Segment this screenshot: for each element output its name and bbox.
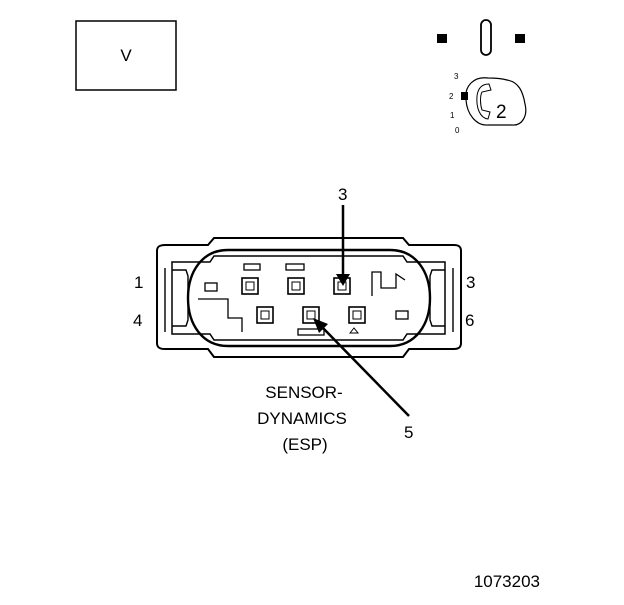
connector-outer-housing xyxy=(156,237,462,358)
coding-rib-right xyxy=(371,271,406,296)
key-position-marker xyxy=(461,92,468,100)
top-slot-b xyxy=(285,263,305,271)
coding-rib-left xyxy=(198,298,243,332)
key-position-2: 2 xyxy=(449,92,454,101)
callout-arrow-5 xyxy=(313,318,410,417)
top-slot-a xyxy=(243,263,261,271)
pin-4 xyxy=(256,306,274,324)
connector xyxy=(156,237,462,358)
key-position-3: 3 xyxy=(454,72,459,81)
component-name: SENSOR- DYNAMICS (ESP) xyxy=(257,383,347,454)
callout-label-upper: 3 xyxy=(338,185,347,204)
pin-label-6: 6 xyxy=(465,311,474,330)
key-active-position: 2 xyxy=(496,102,507,123)
pin-2 xyxy=(287,277,305,295)
pin-label-1: 1 xyxy=(134,273,143,292)
ignition-key-notch xyxy=(476,83,492,120)
voltage-box: V xyxy=(75,20,177,91)
pin-1 xyxy=(241,277,259,295)
bottom-slot xyxy=(297,328,325,336)
component-name-line-3: (ESP) xyxy=(282,435,327,454)
callout-label-lower: 5 xyxy=(404,423,413,442)
left-key-slot xyxy=(204,282,218,292)
callout-arrow-3 xyxy=(336,205,350,286)
key-switch-icon: 3 2 1 0 2 xyxy=(437,19,527,135)
ignition-contact-left xyxy=(437,34,447,43)
connector-inner-housing xyxy=(171,255,446,341)
component-name-line-1: SENSOR- xyxy=(265,383,342,402)
right-latch xyxy=(429,268,454,332)
bottom-arrow-mark xyxy=(348,327,360,334)
pin-cavity-ellipse xyxy=(186,248,432,348)
key-position-1: 1 xyxy=(450,111,455,120)
pin-label-4: 4 xyxy=(133,311,142,330)
pin-5 xyxy=(302,306,320,324)
figure-number: 1073203 xyxy=(474,572,540,591)
right-key-slot xyxy=(395,310,409,320)
pin-label-3: 3 xyxy=(466,273,475,292)
voltage-box-label: V xyxy=(120,46,132,65)
key-position-0: 0 xyxy=(455,126,460,135)
component-name-line-2: DYNAMICS xyxy=(257,409,347,428)
left-latch xyxy=(164,268,189,332)
ignition-key-slot xyxy=(480,19,492,56)
pin-6 xyxy=(348,306,366,324)
ignition-contact-right xyxy=(515,34,525,43)
